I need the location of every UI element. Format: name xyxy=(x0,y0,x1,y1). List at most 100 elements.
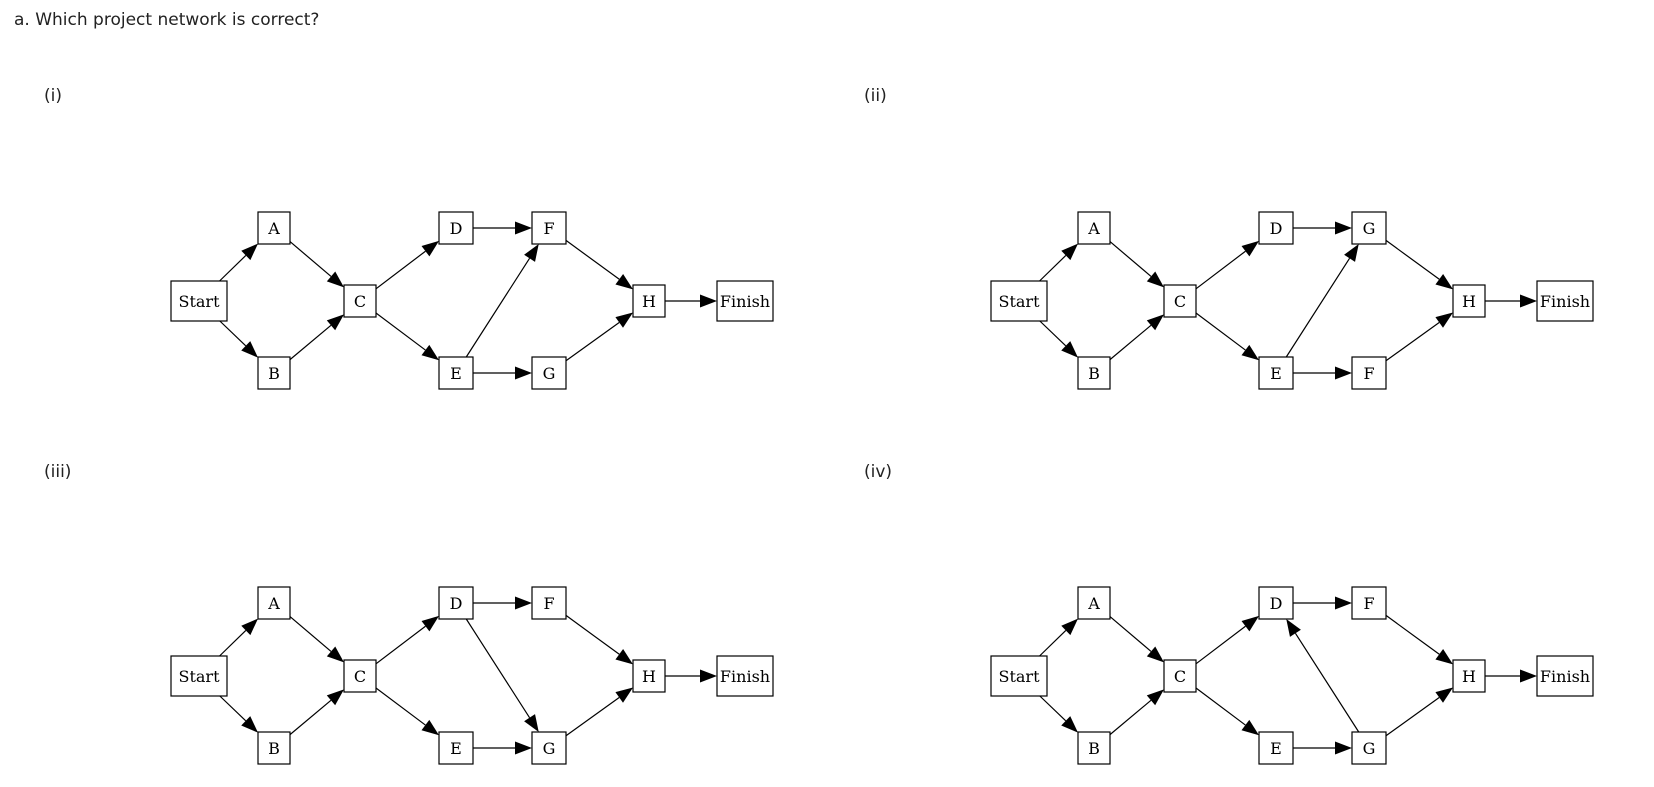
node-f: F xyxy=(1351,356,1387,390)
node-a: A xyxy=(257,211,291,245)
node-label: H xyxy=(1462,292,1476,311)
edge-f-to-h xyxy=(1385,312,1453,362)
edge-e-to-g xyxy=(473,741,532,755)
edge-c-to-e xyxy=(375,312,439,361)
edge-c-to-e xyxy=(375,687,439,736)
edge-h-to-finish xyxy=(665,294,717,308)
edge-d-to-g xyxy=(465,618,539,732)
edge-start-to-a xyxy=(1039,243,1078,282)
node-label: E xyxy=(450,364,462,383)
node-finish: Finish xyxy=(1536,655,1594,697)
node-label: D xyxy=(1270,219,1283,238)
option-label-iii[interactable]: (iii) xyxy=(44,462,72,482)
edge-e-to-g xyxy=(473,366,532,380)
edge-g-to-h xyxy=(565,687,633,737)
node-label: A xyxy=(267,219,280,238)
node-h: H xyxy=(632,284,666,318)
edge-d-to-f xyxy=(1293,596,1352,610)
edge-b-to-c xyxy=(1109,689,1164,736)
edge-f-to-h xyxy=(1385,614,1453,665)
node-e: E xyxy=(438,356,474,390)
node-c: C xyxy=(1163,659,1197,693)
node-label: E xyxy=(1270,739,1282,758)
edge-h-to-finish xyxy=(1485,294,1537,308)
node-b: B xyxy=(1077,356,1111,390)
node-label: H xyxy=(642,667,656,686)
node-finish: Finish xyxy=(716,280,774,322)
node-label: B xyxy=(268,364,280,383)
node-label: B xyxy=(1088,364,1100,383)
node-e: E xyxy=(1258,731,1294,765)
node-label: G xyxy=(1363,219,1376,238)
node-label: F xyxy=(1363,594,1374,613)
node-label: B xyxy=(268,739,280,758)
node-label: Finish xyxy=(1540,292,1590,311)
node-label: C xyxy=(1174,292,1186,311)
edge-c-to-d xyxy=(1195,240,1259,290)
edge-d-to-f xyxy=(473,221,532,235)
node-label: Start xyxy=(998,292,1040,311)
node-b: B xyxy=(257,731,291,765)
edge-c-to-d xyxy=(375,240,439,290)
edge-f-to-h xyxy=(565,239,633,290)
node-label: F xyxy=(543,219,554,238)
edge-a-to-c xyxy=(289,616,344,663)
node-b: B xyxy=(257,356,291,390)
edge-b-to-c xyxy=(289,314,344,361)
edge-b-to-c xyxy=(1109,314,1164,361)
edge-e-to-f xyxy=(1293,366,1352,380)
option-label-iv[interactable]: (iv) xyxy=(864,462,893,482)
edge-d-to-f xyxy=(473,596,532,610)
node-a: A xyxy=(1077,211,1111,245)
node-label: H xyxy=(1462,667,1476,686)
node-h: H xyxy=(1452,659,1486,693)
edge-c-to-e xyxy=(1195,312,1259,361)
node-c: C xyxy=(343,659,377,693)
edge-start-to-b xyxy=(1039,320,1078,358)
edge-start-to-a xyxy=(219,243,258,282)
node-g: G xyxy=(1351,211,1387,245)
edge-g-to-h xyxy=(565,312,633,362)
node-d: D xyxy=(1258,586,1294,620)
edge-c-to-d xyxy=(375,615,439,665)
node-a: A xyxy=(1077,586,1111,620)
node-label: C xyxy=(354,667,366,686)
node-label: A xyxy=(1087,594,1100,613)
node-label: G xyxy=(1363,739,1376,758)
node-label: G xyxy=(543,739,556,758)
node-label: F xyxy=(1363,364,1374,383)
node-a: A xyxy=(257,586,291,620)
edge-start-to-a xyxy=(1039,618,1078,657)
node-e: E xyxy=(438,731,474,765)
edge-h-to-finish xyxy=(665,669,717,683)
edge-a-to-c xyxy=(1109,616,1164,663)
node-start: Start xyxy=(170,280,228,322)
edge-g-to-d xyxy=(1286,619,1360,733)
option-label-i[interactable]: (i) xyxy=(44,86,62,106)
node-b: B xyxy=(1077,731,1111,765)
edge-start-to-b xyxy=(219,320,258,358)
edge-g-to-h xyxy=(1385,687,1453,737)
node-c: C xyxy=(1163,284,1197,318)
node-label: Finish xyxy=(720,292,770,311)
node-label: Finish xyxy=(1540,667,1590,686)
node-g: G xyxy=(531,731,567,765)
edge-g-to-h xyxy=(1385,239,1453,290)
node-label: A xyxy=(267,594,280,613)
edge-start-to-b xyxy=(219,695,258,733)
edge-c-to-e xyxy=(1195,687,1259,736)
node-d: D xyxy=(1258,211,1294,245)
option-label-ii[interactable]: (ii) xyxy=(864,86,887,106)
node-finish: Finish xyxy=(716,655,774,697)
node-label: A xyxy=(1087,219,1100,238)
node-h: H xyxy=(632,659,666,693)
node-label: H xyxy=(642,292,656,311)
edge-start-to-a xyxy=(219,618,258,657)
node-d: D xyxy=(438,586,474,620)
node-f: F xyxy=(531,211,567,245)
edge-h-to-finish xyxy=(1485,669,1537,683)
edge-f-to-h xyxy=(565,614,633,665)
